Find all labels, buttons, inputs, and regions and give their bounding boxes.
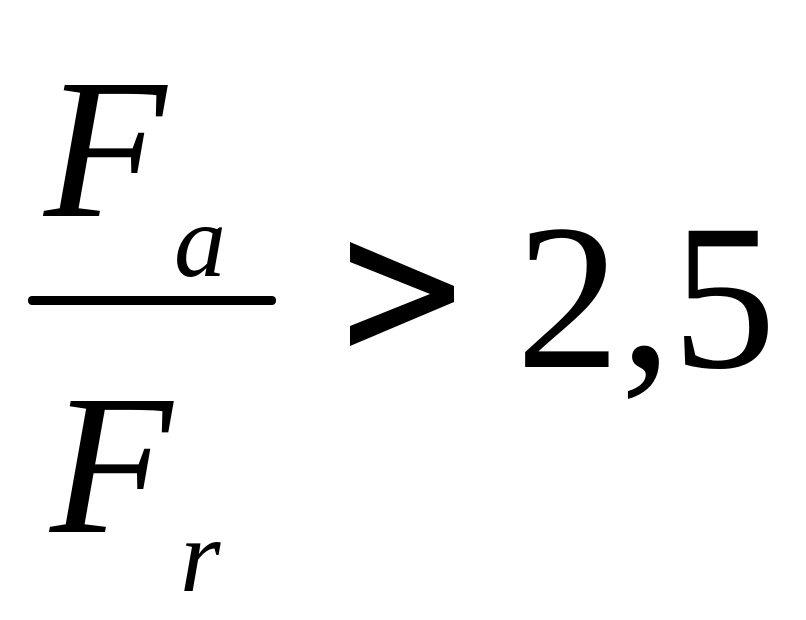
greater-than-sign [350, 242, 454, 346]
denominator-symbol: F [50, 355, 173, 576]
denominator-subscript: r [180, 499, 221, 614]
comparison-value: 2,5 [516, 182, 776, 412]
numerator-symbol: F [44, 39, 167, 260]
numerator-subscript: a [174, 184, 226, 299]
fraction-bar [28, 296, 276, 305]
